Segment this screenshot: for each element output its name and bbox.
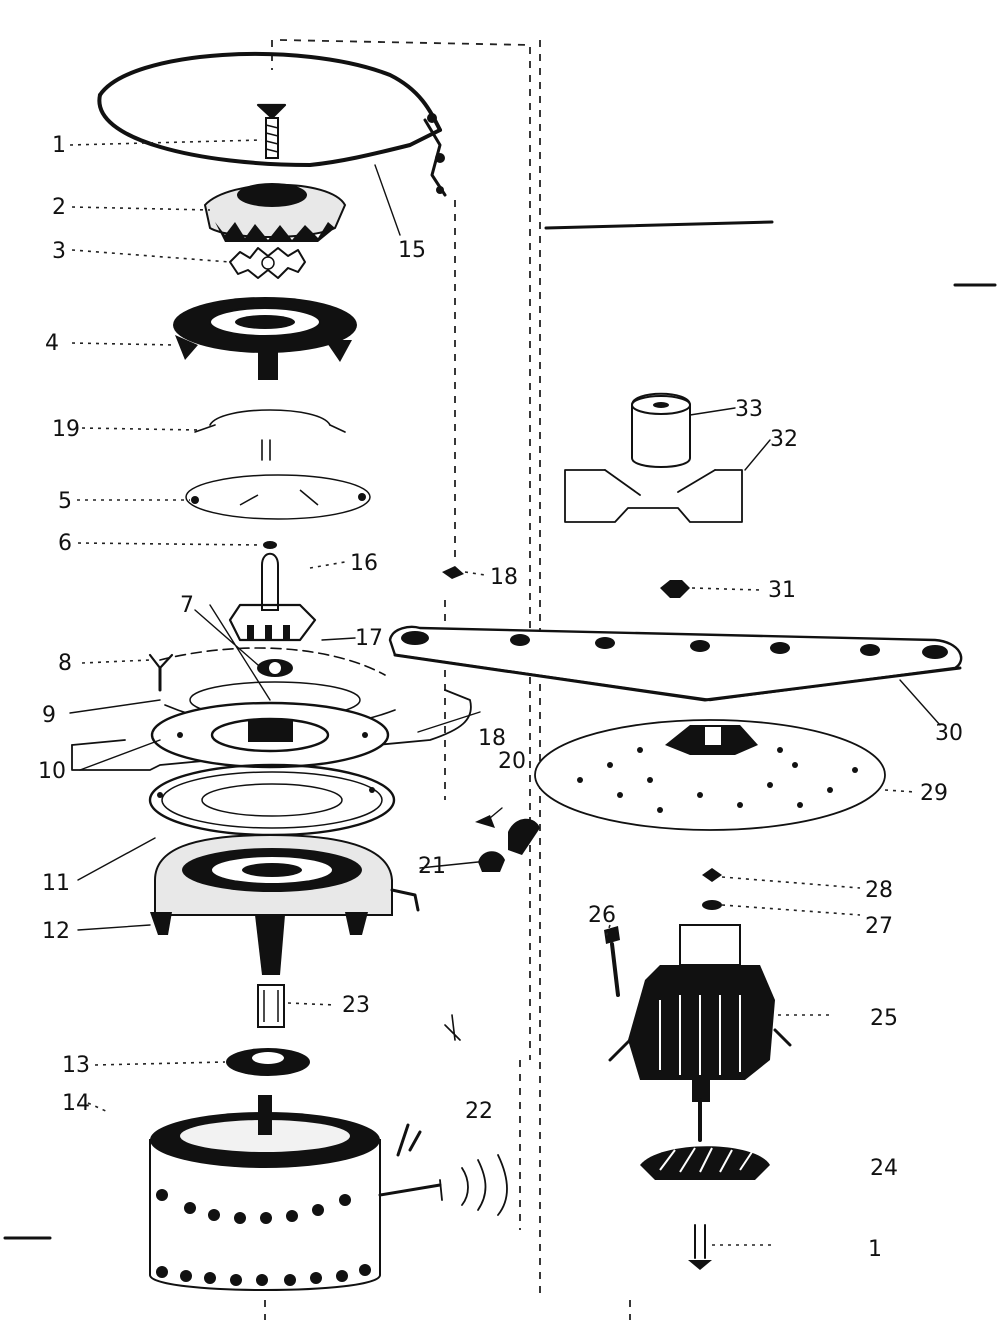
label-18-upper: 18 <box>490 565 518 590</box>
label-10: 10 <box>38 759 66 784</box>
label-24: 24 <box>870 1156 898 1181</box>
label-33: 33 <box>735 397 763 422</box>
coupler-23 <box>257 984 285 1028</box>
label-9: 9 <box>42 703 56 728</box>
washer-6 <box>263 541 277 549</box>
ring-gasket-11 <box>148 763 396 837</box>
label-21: 21 <box>418 854 446 879</box>
filter-plate-10 <box>71 689 472 771</box>
wash-tube-15 <box>97 51 447 197</box>
label-6: 6 <box>58 531 72 556</box>
label-11: 11 <box>42 871 70 896</box>
label-32: 32 <box>770 427 798 452</box>
label-14: 14 <box>62 1091 90 1116</box>
label-7: 7 <box>180 593 194 618</box>
label-3: 3 <box>52 239 66 264</box>
label-1-top: 1 <box>52 133 66 158</box>
pump-housing-12 <box>150 833 420 975</box>
label-19: 19 <box>52 417 80 442</box>
impeller-cap-2 <box>203 183 347 242</box>
label-18-lower: 18 <box>478 726 506 751</box>
spray-arm-30 <box>388 625 963 702</box>
label-2: 2 <box>52 195 66 220</box>
bolt-26 <box>604 926 620 997</box>
label-16: 16 <box>350 551 378 576</box>
clip-8 <box>148 653 174 692</box>
bracket-32 <box>564 469 743 523</box>
screw-1-top <box>256 103 287 159</box>
seal-19 <box>194 409 346 461</box>
separator-marks <box>3 220 997 1240</box>
label-22: 22 <box>465 1099 493 1124</box>
motor-14 <box>149 1095 442 1291</box>
label-17: 17 <box>355 626 383 651</box>
label-31: 31 <box>768 578 796 603</box>
screw-1-bottom <box>688 1224 712 1270</box>
pump-body-25 <box>608 924 792 1102</box>
pulley-13 <box>226 1048 310 1076</box>
gasket-5 <box>185 474 371 520</box>
label-5: 5 <box>58 489 72 514</box>
label-15: 15 <box>398 238 426 263</box>
label-13: 13 <box>62 1053 90 1078</box>
label-1-bottom: 1 <box>868 1237 882 1262</box>
label-4: 4 <box>45 331 59 356</box>
impeller-24 <box>640 1098 770 1180</box>
housing-top-4 <box>173 297 357 380</box>
label-23: 23 <box>342 993 370 1018</box>
label-27: 27 <box>865 914 893 939</box>
label-12: 12 <box>42 919 70 944</box>
leader-lines <box>69 139 941 1246</box>
label-29: 29 <box>920 781 948 806</box>
screws-22 <box>396 1123 508 1216</box>
label-25: 25 <box>870 1006 898 1031</box>
spindle-16 <box>228 552 317 642</box>
nut-31 <box>660 580 690 598</box>
filter-disc-29 <box>534 719 886 831</box>
fitting-33 <box>631 392 691 468</box>
label-8: 8 <box>58 651 72 676</box>
sprocket-3 <box>229 247 306 279</box>
label-30: 30 <box>935 721 963 746</box>
washers-27-28 <box>702 868 722 910</box>
label-28: 28 <box>865 878 893 903</box>
label-20: 20 <box>498 749 526 774</box>
part-labels: 1 2 3 4 19 5 6 16 7 17 8 9 10 18 11 12 2… <box>38 133 963 1262</box>
label-26: 26 <box>588 903 616 928</box>
